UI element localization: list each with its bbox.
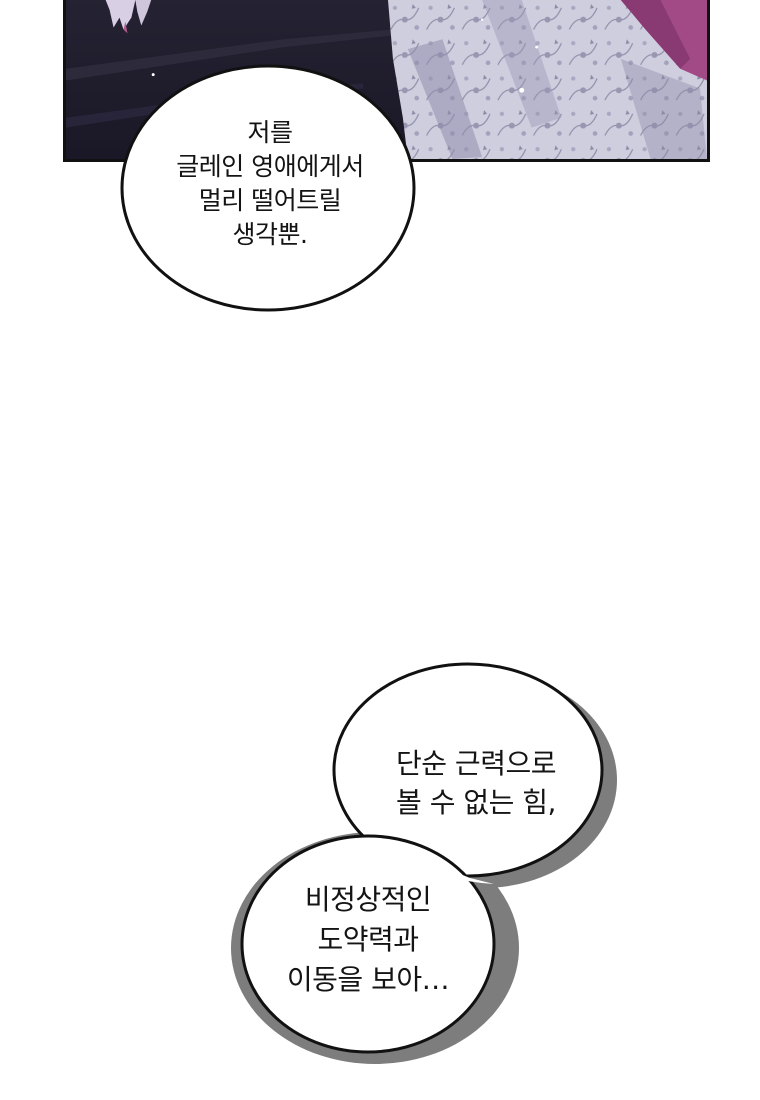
bubble-1-line-4: 생각뿐. [232,220,308,249]
bubble-merge-fill [360,838,494,884]
bubble-shadow [231,672,617,1064]
bubble-1-line-1: 저를 [247,118,293,147]
bubble-3-line-2: 도약력과 [317,923,419,956]
bubble-3-line-1: 비정상적인 [304,883,432,916]
bubble-3-line-3: 이동을 보아… [286,963,450,996]
speech-bubble-3-text: 비정상적인 도약력과 이동을 보아… [258,880,478,1000]
bubble-1-line-3: 멀리 떨어트릴 [198,186,342,215]
bubble-1-line-2: 글레인 영애에게서 [176,152,364,181]
bubble-2-line-2: 볼 수 없는 힘, [396,786,556,819]
speech-bubble-1-text: 저를 글레인 영애에게서 멀리 떨어트릴 생각뿐. [140,116,400,252]
bubble-2-line-1: 단순 근력으로 [396,747,556,780]
speech-bubble-2-text: 단순 근력으로 볼 수 없는 힘, [366,744,586,822]
